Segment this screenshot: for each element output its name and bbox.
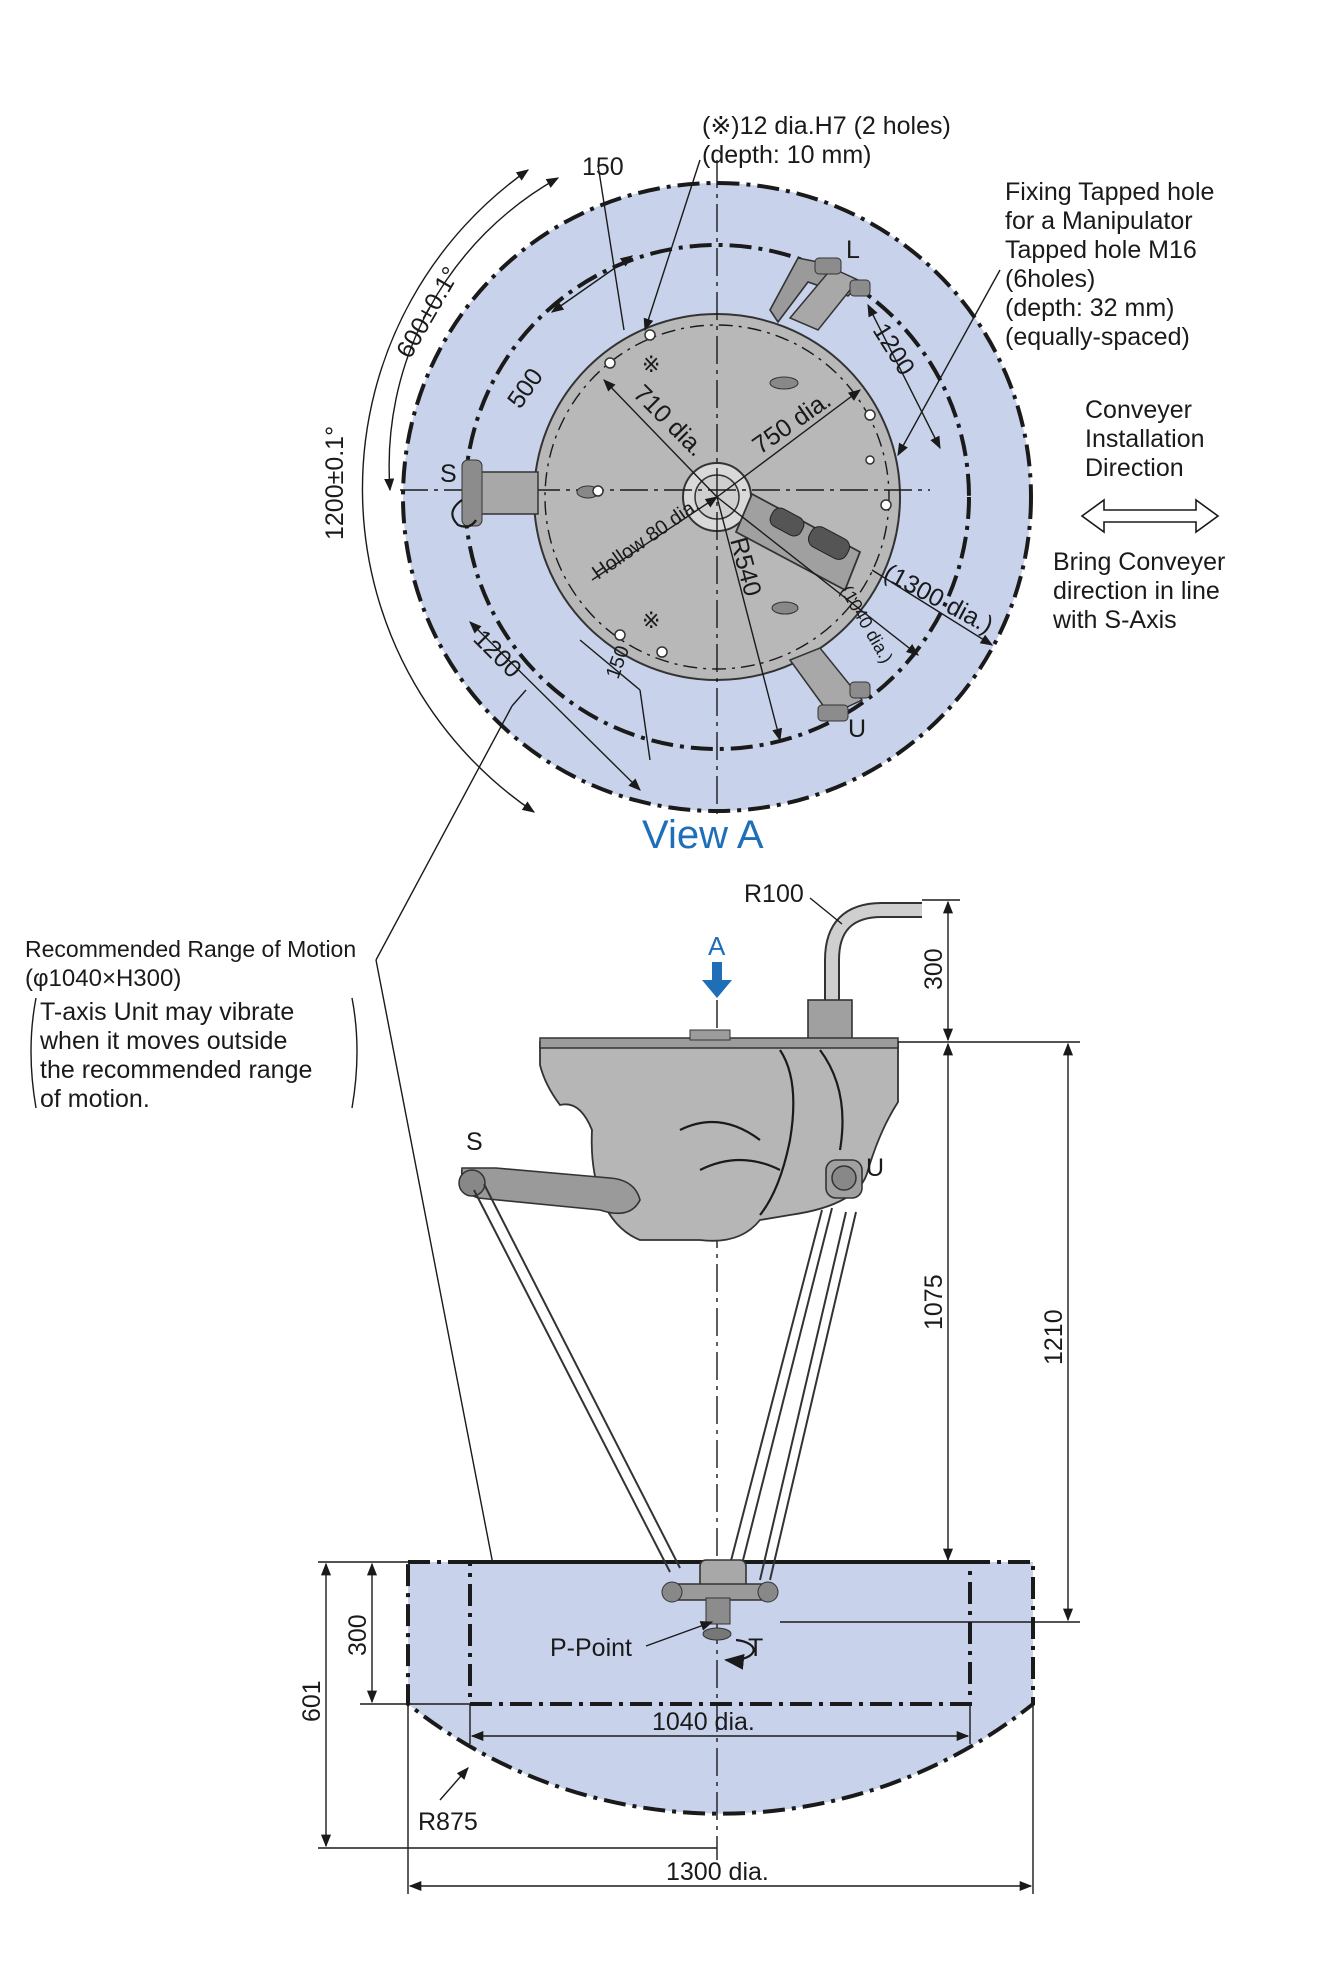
side-axis-label-u: U: [866, 1154, 884, 1182]
dim-1200-left: [469, 621, 641, 791]
r875-leader: [439, 1767, 469, 1801]
working-envelope: [408, 1562, 1033, 1814]
svg-text:Tapped hole M16: Tapped hole M16: [1005, 236, 1197, 264]
t-rotation-icon: [724, 1638, 755, 1670]
svg-text:(6holes): (6holes): [1005, 265, 1095, 293]
robot-body: [539, 1041, 899, 1242]
view-a-drawing: ※ ※ L S U 150 600±0.1° 500 1200±0.1° 120…: [321, 112, 1225, 857]
dim-text-1300: 1300 dia.: [666, 1858, 769, 1886]
svg-text:when it moves outside: when it moves outside: [39, 1027, 287, 1055]
motion-note: Recommended Range of Motion (φ1040×H300)…: [25, 689, 527, 1581]
dim-text-1210: 1210: [1040, 1309, 1068, 1365]
svg-text:T-axis Unit may vibrate: T-axis Unit may vibrate: [40, 998, 294, 1026]
u-joint: [831, 1165, 857, 1191]
holes-note-line2: (depth: 10 mm): [702, 141, 872, 169]
dim-text-300-top: 300: [920, 948, 948, 990]
axis-label-u: U: [848, 715, 866, 743]
axis-label-s: S: [440, 460, 457, 488]
dim-text-1040: 1040 dia.: [652, 1708, 755, 1736]
dim-text-150-top: 150: [582, 153, 624, 181]
conveyer-direction-arrow: [1080, 498, 1220, 534]
svg-text:for a Manipulator: for a Manipulator: [1005, 207, 1193, 235]
svg-text:Installation: Installation: [1085, 425, 1205, 453]
p-point-leader: [645, 1621, 714, 1647]
svg-text:with S-Axis: with S-Axis: [1052, 606, 1177, 634]
dim-text-1075: 1075: [920, 1274, 948, 1330]
svg-text:direction in line: direction in line: [1053, 577, 1220, 605]
base-top-cap: [689, 1029, 731, 1041]
axis-label-l: L: [846, 236, 860, 264]
u-arm: [788, 647, 871, 722]
svg-text:(φ1040×H300): (φ1040×H300): [25, 965, 181, 992]
svg-text:(depth: 32 mm): (depth: 32 mm): [1005, 294, 1175, 322]
dim-hollow: [591, 496, 719, 581]
dim-text-601: 601: [298, 1680, 326, 1722]
conveyer-note: Conveyer Installation Direction: [1085, 396, 1205, 482]
svg-text:Fixing Tapped hole: Fixing Tapped hole: [1005, 178, 1214, 206]
working-envelope-outline: [406, 1560, 1035, 1816]
dim-arc-1200: [361, 169, 536, 813]
dim-1040-diag: [716, 496, 919, 656]
cable-connector: [734, 492, 862, 592]
r875-label: R875: [418, 1808, 478, 1836]
dim-150-bottom-ext: [639, 689, 651, 761]
tapped-hole-note: Fixing Tapped hole for a Manipulator Tap…: [1005, 178, 1214, 351]
leader-holes: [643, 159, 701, 332]
holes-note-line1: (※)12 dia.H7 (2 holes): [702, 112, 951, 140]
svg-text:of motion.: of motion.: [40, 1085, 150, 1113]
hole-mark-bottom: ※: [642, 608, 660, 633]
dim-710: [603, 379, 718, 498]
cable-connector-side: [807, 999, 853, 1043]
view-a-title: View A: [642, 813, 764, 857]
dim-text-1200-angle: 1200±0.1°: [321, 426, 349, 540]
svg-text:the recommended range: the recommended range: [40, 1056, 312, 1084]
side-axis-label-s: S: [466, 1128, 483, 1156]
side-view-drawing: A S U: [298, 880, 1080, 1894]
svg-text:Bring Conveyer: Bring Conveyer: [1053, 548, 1225, 576]
dim-text-300-left: 300: [344, 1614, 372, 1656]
l-arm: [769, 257, 871, 331]
view-a-arrow: [702, 962, 732, 998]
plate-fitting-bottom: [771, 601, 799, 615]
p-point-label: P-Point: [550, 1634, 632, 1662]
svg-text:Direction: Direction: [1085, 454, 1184, 482]
side-axis-label-t: T: [748, 1634, 763, 1662]
dim-500: [550, 255, 634, 313]
dim-1300-diag: [871, 569, 994, 646]
dim-r540: [716, 496, 783, 742]
r100-label: R100: [744, 880, 804, 908]
end-effector: [661, 1559, 779, 1641]
view-a-arrow-label: A: [708, 931, 726, 961]
dim-750: [716, 389, 862, 498]
plate-fitting-top: [769, 376, 799, 390]
s-joint: [458, 1169, 486, 1197]
bring-conveyer-note: Bring Conveyer direction in line with S-…: [1052, 548, 1225, 634]
hole-mark-top: ※: [642, 352, 660, 377]
dim-1200-right: [867, 303, 941, 450]
dim-150-bottom: [579, 639, 641, 691]
r100-leader: [809, 897, 843, 925]
svg-text:Conveyer: Conveyer: [1085, 396, 1192, 424]
dim-arc-600: [384, 177, 560, 492]
svg-text:Recommended Range of Motion: Recommended Range of Motion: [25, 936, 356, 962]
parallel-rods: [473, 1183, 857, 1581]
svg-text:(equally-spaced): (equally-spaced): [1005, 323, 1190, 351]
